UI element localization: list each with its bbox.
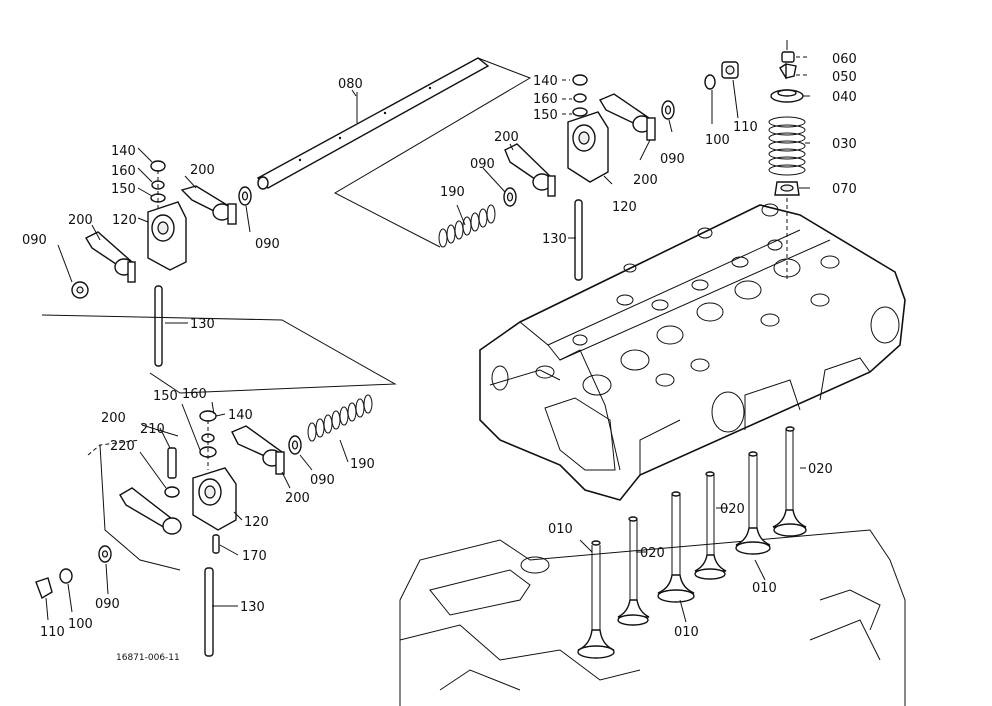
label-120-top-left: 120 — [112, 213, 137, 228]
cylinder-head — [479, 203, 906, 501]
label-090-top-right-a: 090 — [470, 157, 495, 172]
label-150-top-left: 150 — [111, 182, 136, 197]
label-080: 080 — [338, 77, 363, 92]
rocker-assembly-top-right — [438, 61, 739, 281]
label-090-bottom-left-a: 090 — [310, 473, 335, 488]
label-150-bottom-left: 150 — [153, 389, 178, 404]
rocker-spring-lower — [307, 394, 373, 442]
label-040: 040 — [832, 90, 857, 105]
label-030: 030 — [832, 137, 857, 152]
label-120-top-right: 120 — [612, 200, 637, 215]
label-190-bottom-left: 190 — [350, 457, 375, 472]
label-050: 050 — [832, 70, 857, 85]
label-100-top-right: 100 — [705, 133, 730, 148]
rocker-spring-upper — [438, 204, 496, 248]
label-010-left: 010 — [548, 522, 573, 537]
label-200-top-left-b: 200 — [68, 213, 93, 228]
label-020-left: 020 — [640, 546, 665, 561]
part-number-labels: 080 140 160 150 200 120 200 090 090 130 … — [22, 52, 857, 663]
label-150-top-right: 150 — [533, 108, 558, 123]
label-130-top-left: 130 — [190, 317, 215, 332]
label-110-bottom-left: 110 — [40, 625, 65, 640]
label-070: 070 — [832, 182, 857, 197]
label-090-top-left-b: 090 — [255, 237, 280, 252]
label-160-top-right: 160 — [533, 92, 558, 107]
label-140-top-right: 140 — [533, 74, 558, 89]
intake-exhaust-valves — [577, 426, 807, 659]
label-200-top-right-b: 200 — [633, 173, 658, 188]
rocker-shaft — [256, 57, 532, 248]
label-060: 060 — [832, 52, 857, 67]
engine-block — [399, 529, 906, 706]
label-200-top-left-a: 200 — [190, 163, 215, 178]
label-160-bottom-left: 160 — [182, 387, 207, 402]
valve-spring-assembly — [768, 40, 806, 280]
label-210: 210 — [140, 422, 165, 437]
drawing-code: 16871-006-11 — [116, 653, 180, 663]
label-200-bottom-left-b: 200 — [285, 491, 310, 506]
label-200-top-right-a: 200 — [494, 130, 519, 145]
label-020-right: 020 — [808, 462, 833, 477]
label-140-bottom-left: 140 — [228, 408, 253, 423]
label-010-middle: 010 — [674, 625, 699, 640]
label-170: 170 — [242, 549, 267, 564]
label-200-bottom-left-a: 200 — [101, 411, 126, 426]
label-100-bottom-left: 100 — [68, 617, 93, 632]
rocker-assembly-bottom-left — [35, 394, 373, 657]
label-090-top-left-a: 090 — [22, 233, 47, 248]
leader-lines — [45, 56, 810, 623]
label-090-top-right-b: 090 — [660, 152, 685, 167]
label-090-bottom-left-b: 090 — [95, 597, 120, 612]
label-160-top-left: 160 — [111, 164, 136, 179]
rocker-assembly-top-left — [41, 160, 397, 394]
label-110-top-right: 110 — [733, 120, 758, 135]
label-140-top-left: 140 — [111, 144, 136, 159]
label-220: 220 — [110, 439, 135, 454]
label-010-right: 010 — [752, 581, 777, 596]
label-130-top-right: 130 — [542, 232, 567, 247]
label-130-bottom-left: 130 — [240, 600, 265, 615]
label-020-middle: 020 — [720, 502, 745, 517]
label-120-bottom-left: 120 — [244, 515, 269, 530]
label-190-top-right: 190 — [440, 185, 465, 200]
